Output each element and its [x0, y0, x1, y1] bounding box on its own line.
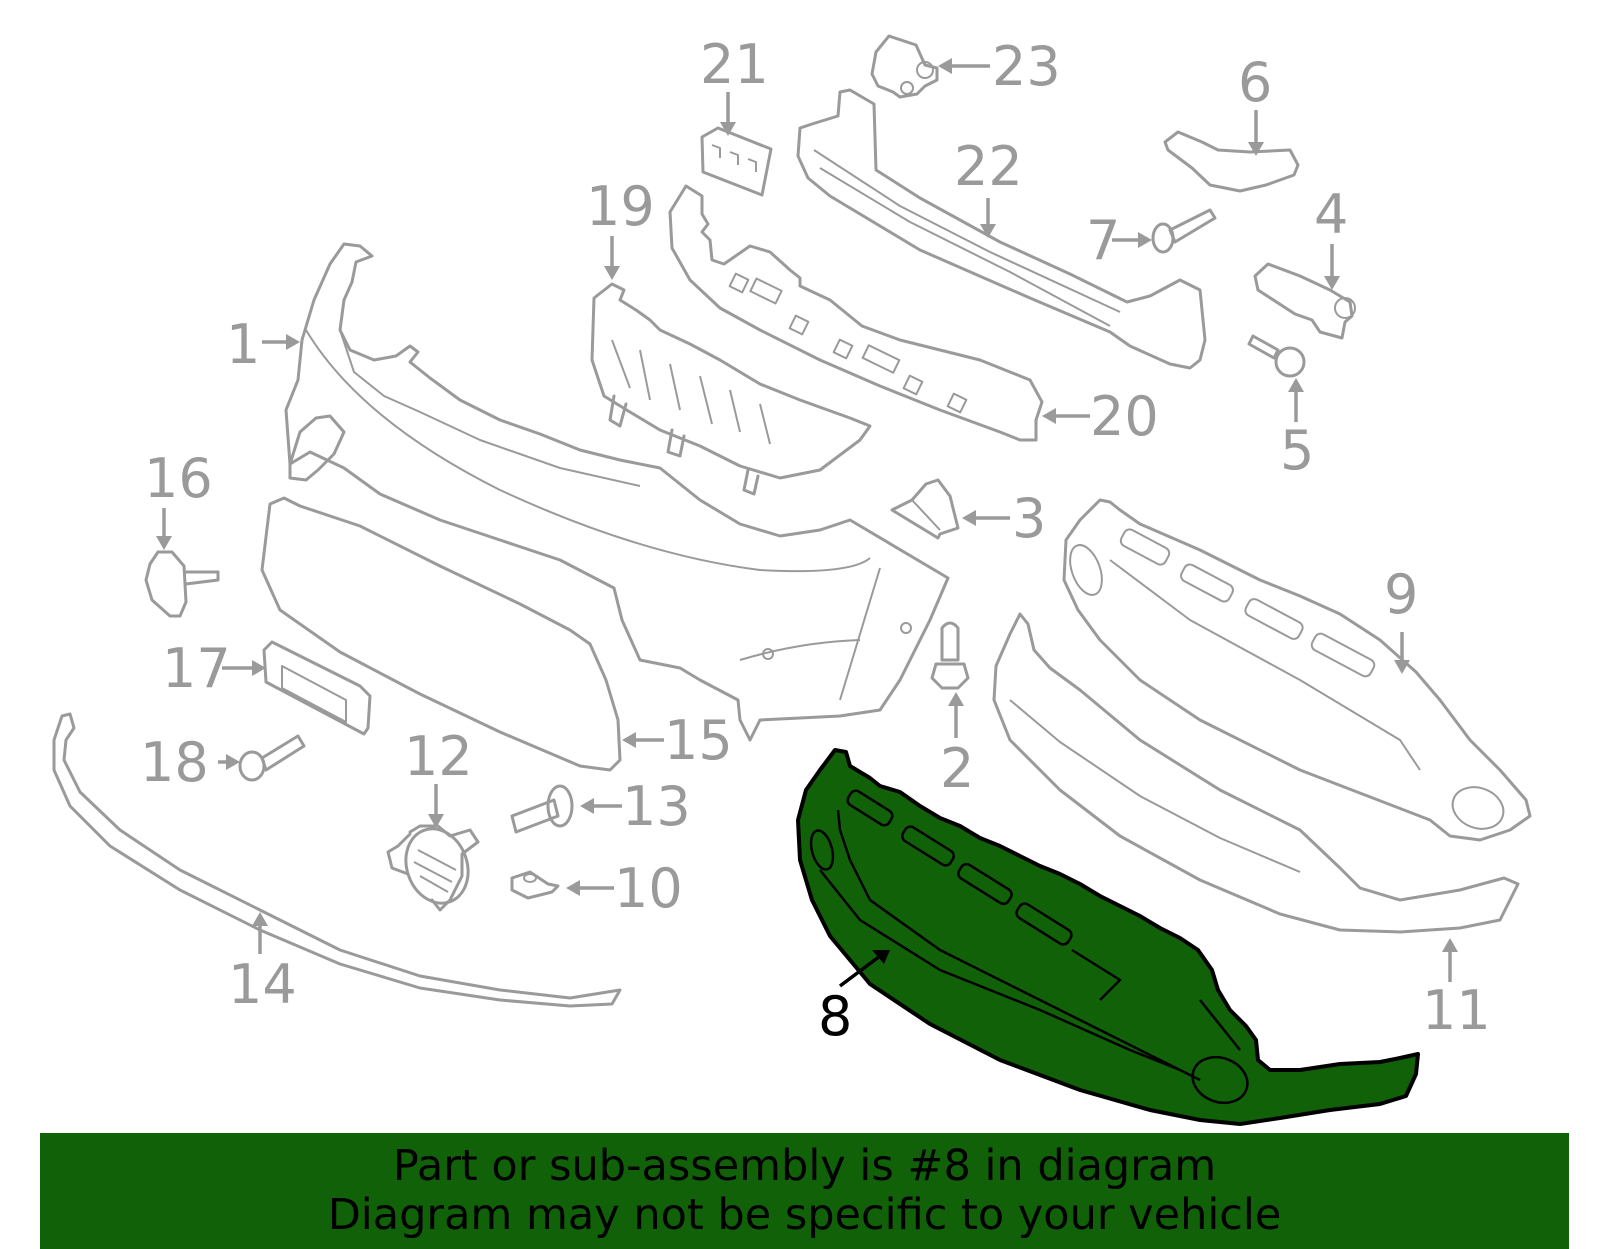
callout-23[interactable]: 23 [992, 35, 1061, 98]
callout-16[interactable]: 16 [144, 447, 213, 510]
part-18-screw[interactable] [238, 734, 306, 782]
part-15-upper-grille[interactable] [260, 496, 622, 772]
callout-4[interactable]: 4 [1314, 183, 1349, 246]
part-19-grille-support[interactable] [590, 282, 872, 496]
part-11-lower-spoiler[interactable] [992, 612, 1520, 934]
callout-arrows [156, 58, 1458, 988]
callout-13[interactable]: 13 [622, 775, 691, 838]
callout-11[interactable]: 11 [1422, 979, 1491, 1042]
callout-19[interactable]: 19 [586, 175, 655, 238]
callout-18[interactable]: 18 [140, 731, 209, 794]
callout-10[interactable]: 10 [614, 857, 683, 920]
callout-12[interactable]: 12 [404, 725, 473, 788]
part-5-hex-bolt[interactable] [1247, 334, 1306, 378]
part-16-tow-hook-cover[interactable] [144, 550, 220, 618]
part-23-sensor[interactable] [870, 34, 939, 99]
part-13-flange-bolt[interactable] [510, 784, 574, 834]
callout-20[interactable]: 20 [1090, 385, 1159, 448]
info-banner: Part or sub-assembly is #8 in diagram Di… [40, 1133, 1569, 1249]
part-1-bumper-cover[interactable] [284, 242, 950, 742]
part-22-reinforcement-bar[interactable] [796, 88, 1207, 370]
callout-5[interactable]: 5 [1280, 419, 1315, 482]
callout-9[interactable]: 9 [1384, 563, 1419, 626]
part-2-bolt[interactable] [930, 621, 970, 690]
part-7-screw[interactable] [1151, 208, 1217, 254]
callout-21[interactable]: 21 [700, 33, 769, 96]
callout-7[interactable]: 7 [1086, 209, 1121, 272]
part-21-label-plate[interactable] [700, 126, 773, 197]
part-10-clip-nut[interactable] [510, 870, 560, 900]
banner-line-part-number: Part or sub-assembly is #8 in diagram [392, 1141, 1217, 1191]
callout-1[interactable]: 1 [226, 313, 261, 376]
callout-2[interactable]: 2 [940, 737, 975, 800]
callout-22[interactable]: 22 [954, 135, 1023, 198]
part-12-fog-cover[interactable] [386, 820, 480, 912]
callout-3[interactable]: 3 [1012, 487, 1047, 550]
callout-17[interactable]: 17 [162, 637, 231, 700]
part-9-lower-grille-frame[interactable] [1062, 498, 1532, 842]
callout-6[interactable]: 6 [1238, 51, 1273, 114]
part-8-lower-valance-highlighted[interactable] [796, 748, 1420, 1126]
part-4-bracket[interactable] [1253, 262, 1356, 340]
banner-line-disclaimer: Diagram may not be specific to your vehi… [327, 1190, 1282, 1240]
callout-14[interactable]: 14 [228, 953, 297, 1016]
part-6-side-bracket[interactable] [1163, 130, 1300, 193]
part-20-energy-absorber[interactable] [668, 184, 1044, 442]
part-17-license-bracket[interactable] [262, 640, 372, 736]
callout-8[interactable]: 8 [818, 985, 853, 1048]
part-14-lower-trim[interactable] [52, 712, 622, 1008]
callout-15[interactable]: 15 [664, 709, 733, 772]
part-3-wedge[interactable] [890, 478, 960, 540]
